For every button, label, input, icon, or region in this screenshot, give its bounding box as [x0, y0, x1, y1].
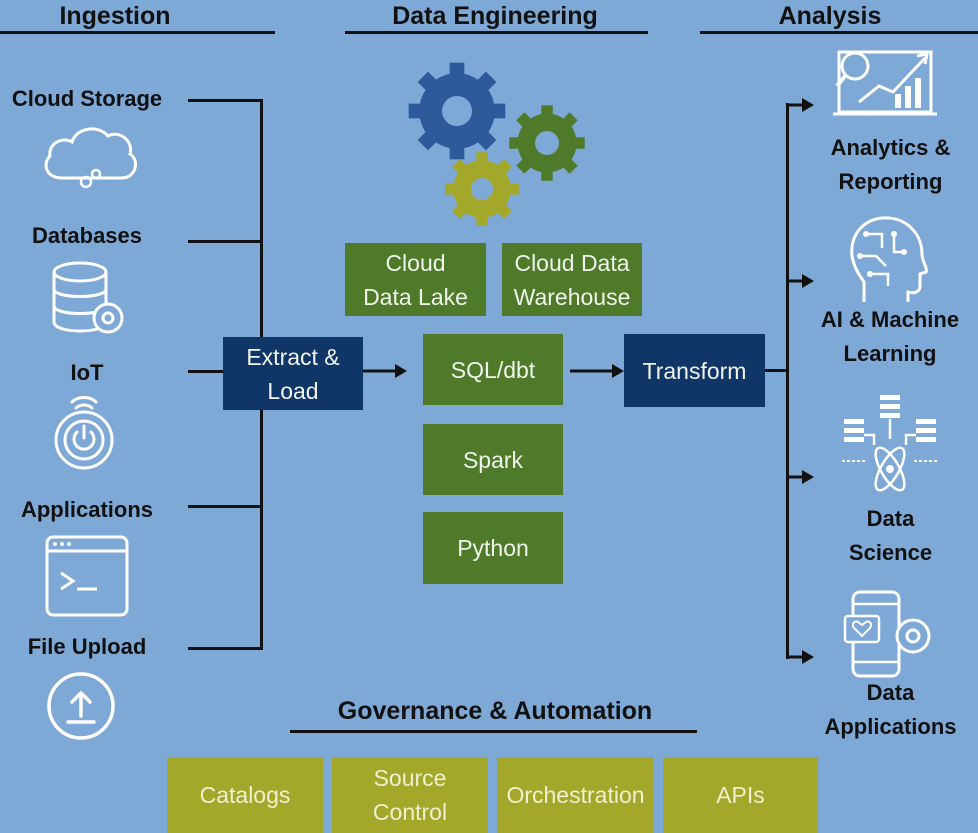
analytics-reporting-label: Analytics & Reporting [830, 135, 951, 194]
ingestion-rule [0, 31, 275, 34]
source-control-box: Source Control [332, 757, 488, 833]
upload-icon [47, 672, 115, 740]
orchestration-box: Orchestration [497, 757, 654, 833]
analysis-bus-line [786, 103, 789, 659]
analysis-title: Analysis [778, 2, 882, 30]
transform-label: Transform [642, 357, 747, 384]
cloud-data-lake-label: Cloud Data Lake [363, 249, 468, 310]
connector-cloud-storage [188, 99, 263, 102]
connector-applications [188, 505, 263, 508]
cloud-data-warehouse-label: Cloud Data Warehouse [513, 249, 631, 310]
python-box: Python [423, 512, 563, 584]
source-cloud-storage-label: Cloud Storage [11, 86, 163, 111]
extract-load-box: Extract & Load [223, 337, 363, 410]
arrow-to-data-apps [786, 650, 814, 664]
orchestration-label: Orchestration [506, 782, 645, 808]
apis-box: APIs [663, 757, 818, 833]
data-applications-phone-icon [843, 590, 931, 678]
sql-dbt-label: SQL/dbt [450, 356, 536, 383]
data-engineering-title: Data Engineering [392, 2, 598, 30]
source-applications-label: Applications [20, 497, 153, 522]
ai-head-icon [850, 216, 928, 302]
spark-box: Spark [423, 424, 563, 495]
governance-rule [290, 730, 697, 733]
arrow-to-analytics [786, 98, 814, 112]
analysis-rule [700, 31, 978, 34]
cloud-gear-icon [44, 127, 138, 189]
source-databases-label: Databases [31, 223, 143, 248]
spark-label: Spark [462, 446, 524, 473]
ingestion-title: Ingestion [59, 2, 171, 30]
data-science-atom-icon [842, 395, 938, 492]
python-label: Python [457, 535, 529, 561]
iot-power-icon [54, 396, 114, 470]
transform-box: Transform [624, 334, 765, 407]
connector-transform-bus [765, 369, 788, 372]
cloud-data-lake-box: Cloud Data Lake [345, 243, 486, 316]
data-applications-label: Data Applications [824, 680, 957, 739]
arrow-sql-to-transform [570, 364, 624, 378]
connector-databases [188, 240, 263, 243]
connector-file-upload [188, 647, 263, 650]
data-science-label: Data Science [848, 506, 933, 565]
arrow-extract-to-sql [363, 364, 407, 378]
source-control-label: Source Control [372, 765, 448, 825]
cloud-data-warehouse-box: Cloud Data Warehouse [502, 243, 642, 316]
source-file-upload-label: File Upload [27, 634, 147, 659]
source-iot-label: IoT [70, 360, 104, 385]
ai-machine-learning-label: AI & Machine Learning [820, 307, 960, 366]
governance-automation-title: Governance & Automation [337, 697, 653, 725]
gears-icon [408, 62, 585, 226]
catalogs-label: Catalogs [199, 782, 291, 808]
sql-dbt-box: SQL/dbt [423, 334, 563, 405]
connector-iot [188, 370, 223, 373]
extract-load-label: Extract & Load [246, 343, 340, 404]
arrow-to-data-science [786, 470, 814, 484]
database-gear-icon [52, 261, 124, 334]
terminal-window-icon [45, 535, 129, 617]
data-engineering-rule [345, 31, 648, 34]
apis-label: APIs [716, 782, 765, 808]
arrow-to-ai-ml [786, 274, 814, 288]
analytics-chart-icon [833, 50, 937, 116]
catalogs-box: Catalogs [167, 757, 323, 833]
